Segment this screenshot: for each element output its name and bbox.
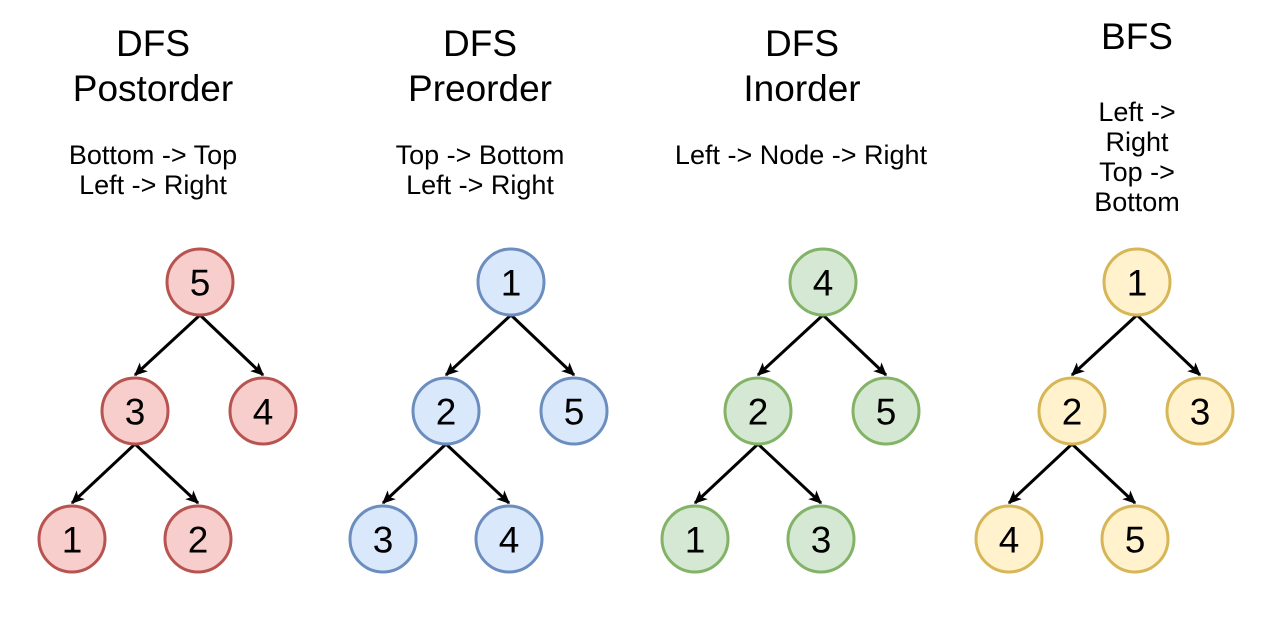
node-value: 3 xyxy=(125,391,146,432)
tree-node-dfs-postorder-left_right: 2 xyxy=(163,504,233,574)
tree-edge-arrow xyxy=(198,313,265,377)
node-value: 2 xyxy=(436,391,457,432)
panel-title-dfs-inorder: DFS Inorder xyxy=(743,23,861,109)
node-circle xyxy=(476,247,546,317)
node-value: 3 xyxy=(373,519,394,560)
tree-node-dfs-postorder-left_left: 1 xyxy=(37,504,107,574)
tree-edge-arrow xyxy=(444,442,511,505)
tree-node-dfs-preorder-left_right: 4 xyxy=(474,504,544,574)
node-circle xyxy=(851,376,921,446)
tree-edge-arrow xyxy=(756,313,825,377)
tree-node-dfs-inorder-left: 2 xyxy=(723,376,793,446)
tree-edge-arrow xyxy=(821,313,888,377)
tree-dfs-preorder: 1 2 5 3 4 xyxy=(348,247,609,574)
node-value: 5 xyxy=(564,391,585,432)
node-value: 4 xyxy=(999,519,1020,560)
tree-edge-arrow xyxy=(133,442,200,505)
node-circle xyxy=(660,504,730,574)
tree-node-dfs-preorder-left_left: 3 xyxy=(348,504,418,574)
panel-title-dfs-postorder: DFS Postorder xyxy=(72,23,234,109)
panel-title-bfs: BFS xyxy=(1101,16,1173,57)
node-circle xyxy=(348,504,418,574)
node-value: 1 xyxy=(501,262,522,303)
node-circle xyxy=(1100,504,1170,574)
tree-node-bfs-left: 2 xyxy=(1037,376,1107,446)
node-value: 1 xyxy=(685,519,706,560)
tree-node-dfs-inorder-root: 4 xyxy=(788,247,858,317)
node-value: 2 xyxy=(748,391,769,432)
tree-edge-arrow xyxy=(381,442,448,505)
tree-dfs-inorder: 4 2 5 1 3 xyxy=(660,247,921,574)
tree-node-dfs-postorder-right: 4 xyxy=(228,376,298,446)
node-circle xyxy=(228,376,298,446)
node-value: 4 xyxy=(813,262,834,303)
tree-edge-arrow xyxy=(509,313,576,377)
panel-subtitle-dfs-inorder: Left -> Node -> Right xyxy=(674,140,928,170)
node-value: 5 xyxy=(190,262,211,303)
tree-edge-arrow xyxy=(1070,313,1139,377)
node-value: 1 xyxy=(62,519,83,560)
panel-subtitle-dfs-postorder: Bottom -> Top Left -> Right xyxy=(68,140,238,200)
node-value: 3 xyxy=(1190,391,1211,432)
node-value: 4 xyxy=(499,519,520,560)
panel-subtitle-bfs: Left -> Right Top -> Bottom xyxy=(1094,97,1180,217)
node-circle xyxy=(165,247,235,317)
node-value: 5 xyxy=(876,391,897,432)
node-circle xyxy=(100,376,170,446)
node-circle xyxy=(539,376,609,446)
node-circle xyxy=(723,376,793,446)
node-circle xyxy=(37,504,107,574)
tree-node-dfs-postorder-left: 3 xyxy=(100,376,170,446)
tree-edge-arrow xyxy=(1007,442,1074,505)
tree-node-dfs-inorder-right: 5 xyxy=(851,376,921,446)
tree-node-bfs-left_right: 5 xyxy=(1100,504,1170,574)
node-circle xyxy=(1165,376,1235,446)
tree-node-dfs-preorder-left: 2 xyxy=(411,376,481,446)
node-circle xyxy=(788,247,858,317)
node-circle xyxy=(163,504,233,574)
node-circle xyxy=(474,504,544,574)
tree-edge-arrow xyxy=(1070,442,1137,505)
tree-node-dfs-preorder-root: 1 xyxy=(476,247,546,317)
node-circle xyxy=(974,504,1044,574)
node-value: 2 xyxy=(1062,391,1083,432)
tree-edge-arrow xyxy=(756,442,823,505)
tree-node-bfs-root: 1 xyxy=(1102,247,1172,317)
node-circle xyxy=(411,376,481,446)
node-value: 2 xyxy=(188,519,209,560)
node-circle xyxy=(1102,247,1172,317)
tree-node-dfs-postorder-root: 5 xyxy=(165,247,235,317)
panel-subtitle-dfs-preorder: Top -> Bottom Left -> Right xyxy=(395,140,565,200)
node-value: 1 xyxy=(1127,262,1148,303)
tree-bfs: 1 2 3 4 5 xyxy=(974,247,1235,574)
tree-node-bfs-left_left: 4 xyxy=(974,504,1044,574)
tree-node-bfs-right: 3 xyxy=(1165,376,1235,446)
tree-node-dfs-preorder-right: 5 xyxy=(539,376,609,446)
tree-edge-arrow xyxy=(133,313,202,377)
node-value: 3 xyxy=(811,519,832,560)
panel-title-dfs-preorder: DFS Preorder xyxy=(408,23,552,109)
node-value: 5 xyxy=(1125,519,1146,560)
tree-edge-arrow xyxy=(444,313,513,377)
tree-node-dfs-inorder-left_right: 3 xyxy=(786,504,856,574)
node-value: 4 xyxy=(253,391,274,432)
tree-dfs-postorder: 5 3 4 1 2 xyxy=(37,247,298,574)
node-circle xyxy=(1037,376,1107,446)
tree-edge-arrow xyxy=(70,442,137,505)
node-circle xyxy=(786,504,856,574)
tree-node-dfs-inorder-left_left: 1 xyxy=(660,504,730,574)
tree-edge-arrow xyxy=(693,442,760,505)
tree-edge-arrow xyxy=(1135,313,1202,377)
